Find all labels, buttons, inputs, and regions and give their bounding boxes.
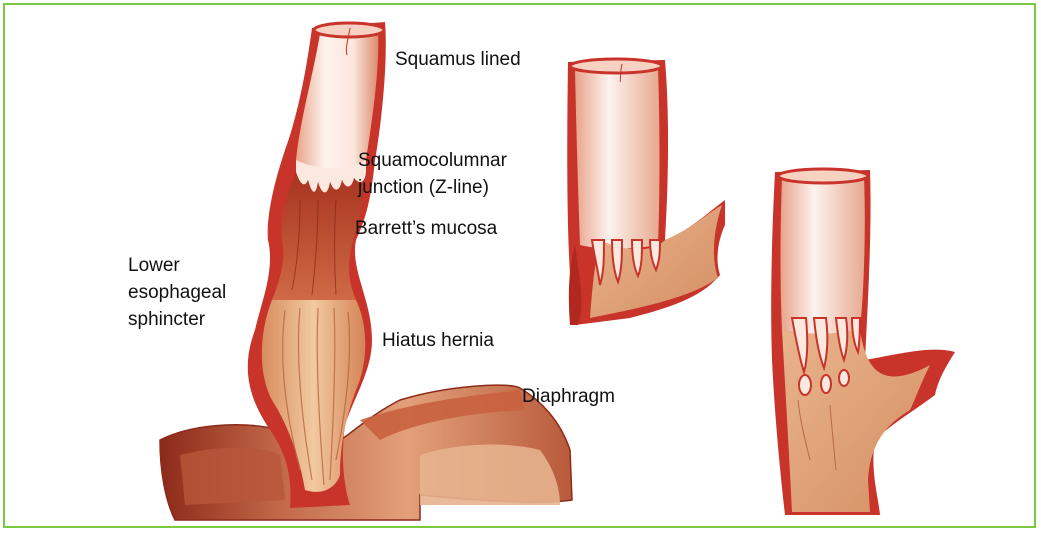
label-les-line1: Lower — [128, 255, 180, 277]
right-esophagus — [771, 169, 955, 515]
label-les-line2: esophageal — [128, 282, 226, 304]
label-hiatus-hernia: Hiatus hernia — [382, 330, 494, 352]
label-squamocolumnar-line1: Squamocolumnar — [358, 150, 507, 172]
middle-esophagus — [567, 59, 725, 325]
label-squamocolumnar-line2: junction (Z-line) — [358, 177, 489, 199]
label-les-line3: sphincter — [128, 309, 205, 331]
label-diaphragm: Diaphragm — [522, 386, 615, 408]
label-barretts-mucosa: Barrett’s mucosa — [355, 218, 497, 240]
main-esophagus — [160, 22, 572, 520]
label-squamous-lined: Squamus lined — [395, 49, 521, 71]
